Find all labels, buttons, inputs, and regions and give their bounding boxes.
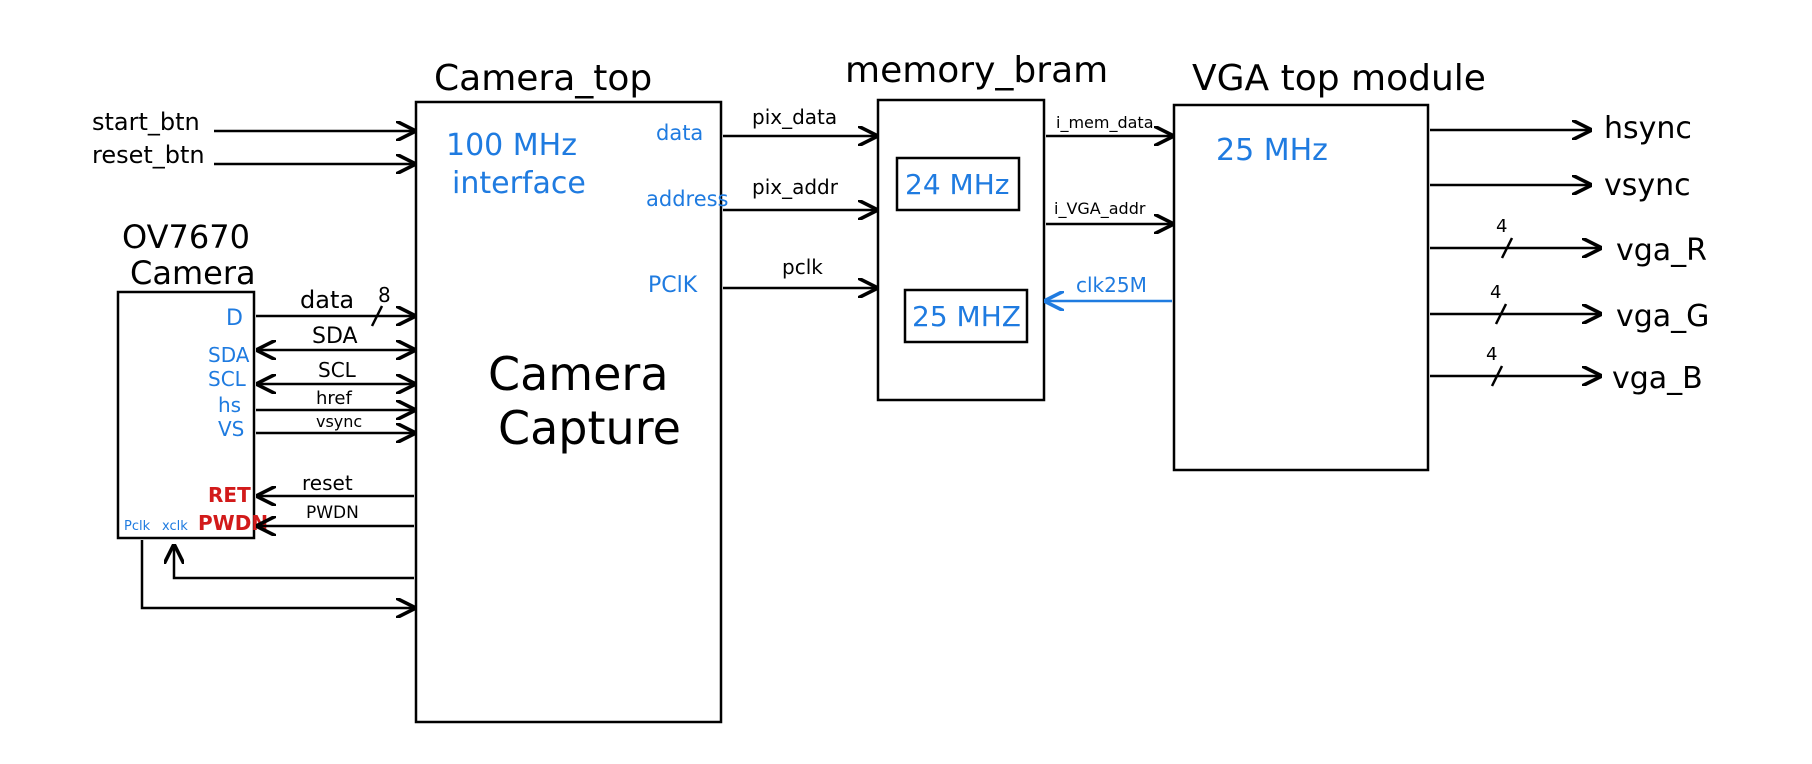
pwdn-label: PWDN [306,503,359,523]
pclk-feed-path [140,540,414,608]
vga-r-label: vga_R [1616,233,1707,268]
vga-r-slash [1500,237,1514,259]
vga-b-width: 4 [1486,344,1497,365]
reset-btn-label: reset_btn [92,141,205,169]
camera-top-freq: 100 MHz [446,128,577,163]
memory-bram-title: memory_bram [845,50,1108,91]
port-pclk-label: PClK [648,273,698,298]
camera-title-line2: Camera [130,254,256,292]
memory-clk24-box [895,156,1021,212]
sda-label: SDA [312,324,358,349]
memory-clk25-label: 25 MHZ [912,300,1021,333]
vga-g-label: vga_G [1616,299,1709,334]
i-vga-addr-label: i_VGA_addr [1054,199,1146,219]
pin-hs: hs [218,393,241,417]
port-data-label: data [656,121,703,145]
i-mem-data-label: i_mem_data [1056,113,1154,133]
hsync-label: hsync [1604,111,1692,146]
data-bus-width: 8 [378,283,391,307]
camera-top-block [414,100,723,724]
vga-r-width: 4 [1496,216,1507,237]
pin-ret: RET [208,483,251,507]
pin-xclk: xclk [162,519,188,534]
scl-label: SCL [318,358,357,382]
pclk-label: pclk [782,255,823,279]
vga-g-slash [1494,303,1508,325]
pin-vs: VS [218,417,244,441]
pin-pclk: Pclk [124,519,151,534]
clk25m-label: clk25M [1076,273,1147,297]
vga-top-title: VGA top module [1192,58,1486,99]
camera-capture-line2: Capture [498,401,681,455]
data-bus-label: data [300,286,354,314]
camera-top-title: Camera_top [434,58,652,99]
camera-title-line1: OV7670 [122,218,250,256]
vga-b-slash [1490,365,1504,387]
pin-scl: SCL [208,367,247,391]
pin-pwdn: PWDN [198,511,268,535]
pin-sda: SDA [208,343,250,367]
memory-bram-block [876,98,1046,402]
xclk-feed-path [174,546,414,580]
pix-data-label: pix_data [752,105,837,129]
reset-label: reset [302,471,353,495]
camera-top-freq-sub: interface [452,166,586,201]
pix-addr-label: pix_addr [752,175,839,199]
vga-top-block [1172,103,1430,472]
memory-clk25-box [903,288,1029,344]
start-btn-label: start_btn [92,108,200,136]
pin-d: D [226,306,243,331]
ov7670-camera-block [116,290,256,540]
vga-b-label: vga_B [1612,361,1703,396]
data-bus-slash [370,305,384,327]
vga-g-width: 4 [1490,282,1501,303]
camera-capture-line1: Camera [488,347,669,401]
vga-freq-label: 25 MHz [1216,133,1328,168]
vsync-out-label: vsync [1604,168,1691,203]
href-label: href [316,388,352,409]
vsync-in-label: vsync [316,412,362,431]
port-address-label: address [646,187,729,211]
memory-clk24-label: 24 MHz [905,168,1009,201]
